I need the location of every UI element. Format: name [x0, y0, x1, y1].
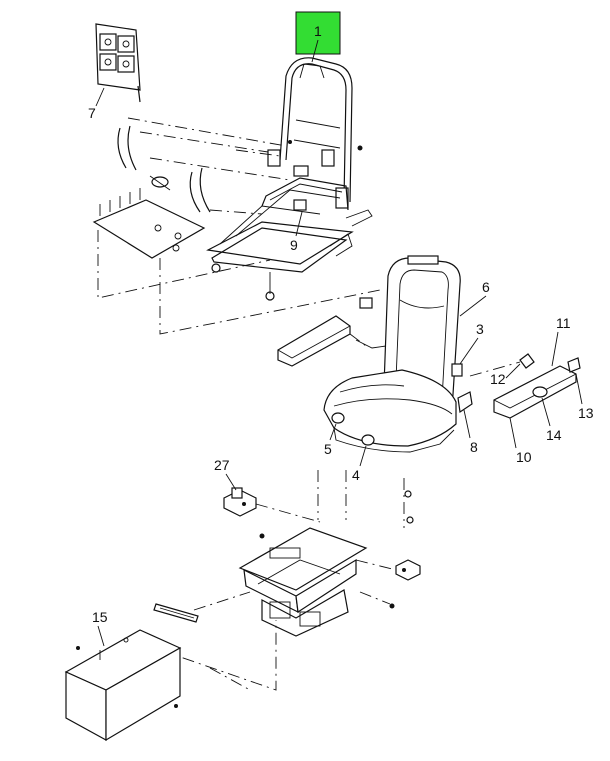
lower-leader-lines: [159, 470, 405, 691]
callout-1-highlight-box[interactable]: [295, 11, 341, 55]
left-armrest: [277, 297, 387, 367]
upholstered-seat: [323, 255, 473, 453]
callout-3[interactable]: 3: [476, 321, 484, 337]
callout-8[interactable]: 8: [470, 439, 478, 455]
right-armrest: [469, 353, 581, 419]
callout-5[interactable]: 5: [324, 441, 332, 457]
callout-7[interactable]: 7: [88, 105, 96, 121]
callout-27[interactable]: 27: [214, 457, 230, 473]
callout-12[interactable]: 12: [490, 371, 506, 387]
part-15-storage-box: [64, 629, 182, 742]
callout-14[interactable]: 14: [546, 427, 562, 443]
callout-15[interactable]: 15: [92, 609, 108, 625]
part-7-decal-panel: [95, 23, 141, 103]
callout-10[interactable]: 10: [516, 449, 532, 465]
upper-seat-frame: [206, 57, 373, 301]
part-27-bracket: [223, 487, 257, 517]
trim-strip: [153, 603, 199, 623]
seat-suspension-base: [238, 527, 421, 637]
upper-leader-lines: [97, 117, 381, 335]
callout-1[interactable]: 1: [314, 23, 322, 39]
callout-4[interactable]: 4: [352, 467, 360, 483]
seat-straps: [117, 125, 211, 213]
callout-11[interactable]: 11: [556, 315, 571, 331]
callout-13[interactable]: 13: [578, 405, 594, 421]
callout-9[interactable]: 9: [290, 237, 298, 253]
seat-board: [92, 188, 206, 259]
callout-6[interactable]: 6: [482, 279, 490, 295]
